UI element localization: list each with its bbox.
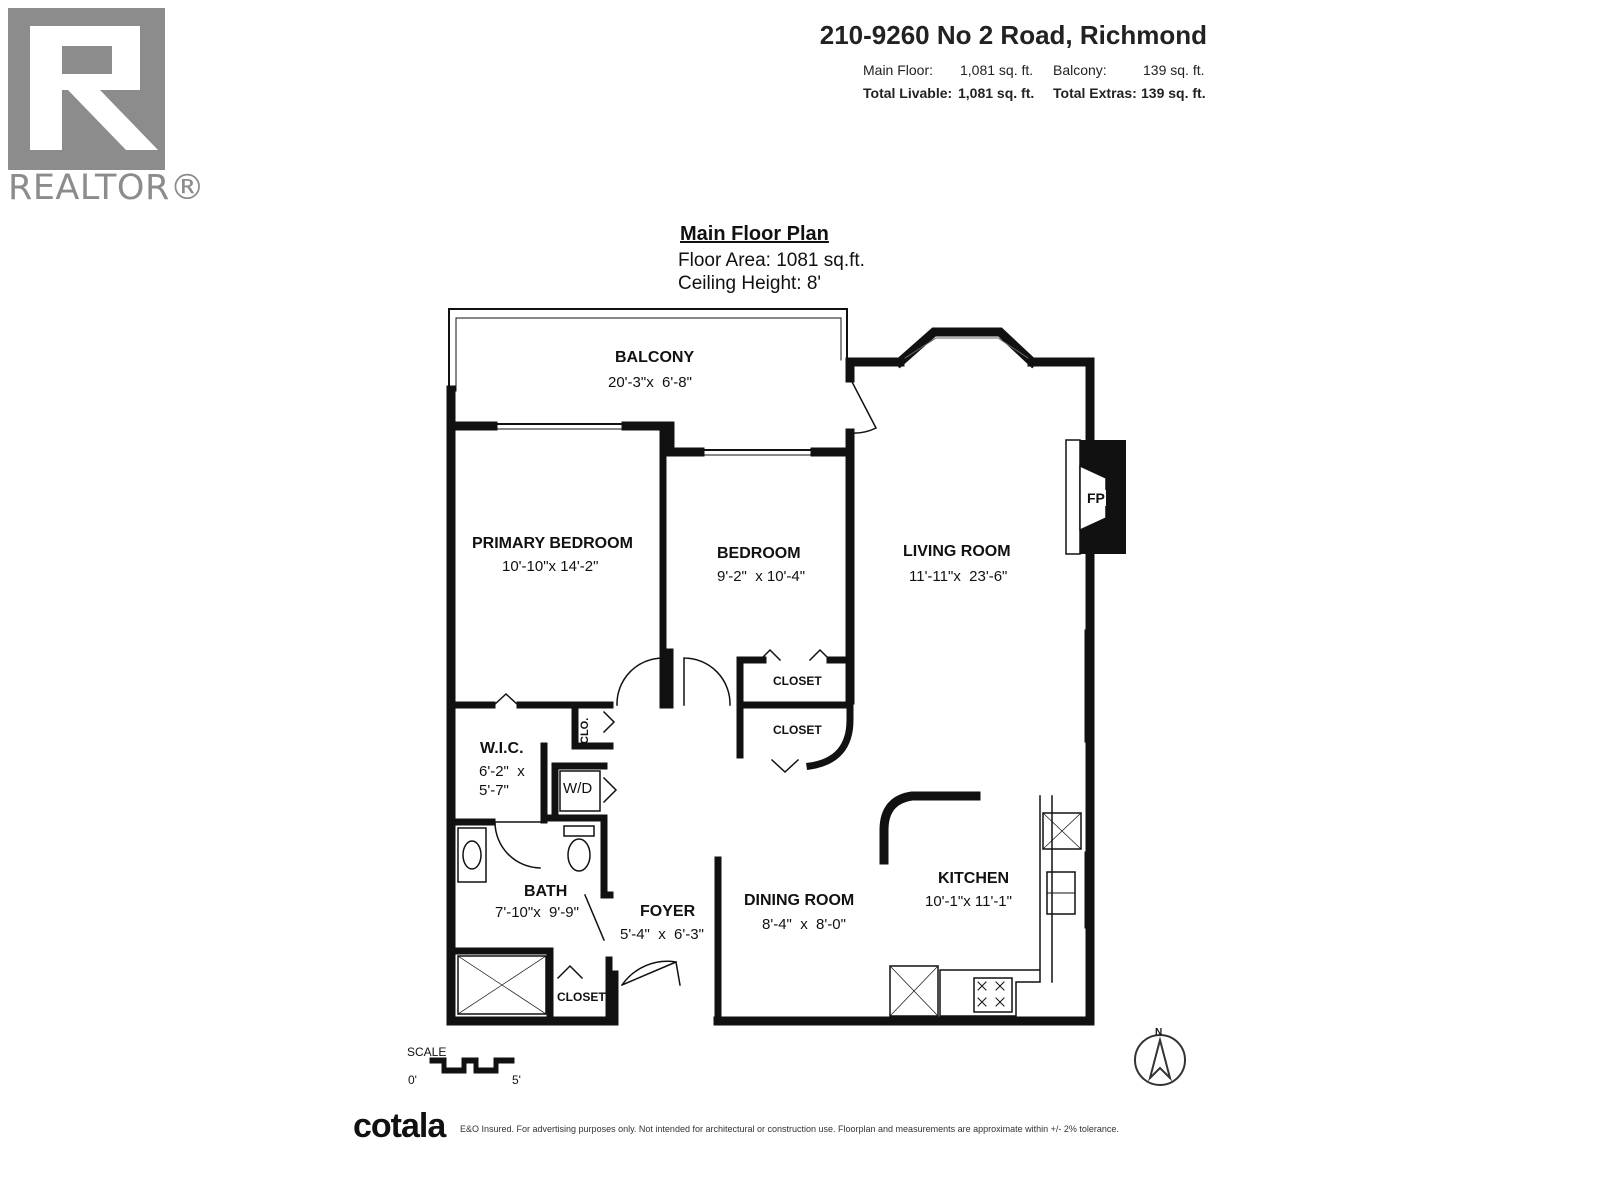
bifold-clo [602, 710, 616, 734]
wd-label: W/D [563, 780, 593, 797]
sink [462, 840, 482, 870]
kitchen-dims: 10'-1"x 11'-1" [925, 893, 1012, 910]
balcony-label: Balcony: [1053, 62, 1107, 78]
bifold-closet-2 [770, 758, 800, 774]
balcony-value: 139 sq. ft. [1143, 62, 1205, 78]
fridge-left [889, 965, 939, 1017]
kitchen-counter [939, 795, 1053, 1017]
realtor-logo [8, 8, 165, 170]
bay-window [893, 327, 1039, 369]
bedroom-door [683, 657, 731, 706]
bedroom-closet-label: CLOSET [773, 674, 822, 688]
cotala-logo: cotala [353, 1107, 446, 1145]
living-room-dims: 11'-11"x 23'-6" [909, 568, 1008, 585]
realtor-r-mark-icon [30, 26, 158, 150]
bifold-wd [602, 776, 618, 804]
hall-closet-label: CLOSET [773, 723, 822, 737]
bath-dims: 7'-10"x 9'-9" [495, 904, 579, 921]
bifold-closet-1a [758, 648, 782, 662]
toilet-bowl [567, 838, 591, 872]
bedroom-dims: 9'-2" x 10'-4" [717, 568, 806, 585]
bifold-foyer-closet [556, 964, 584, 980]
foyer-dims: 5'-4" x 6'-3" [620, 926, 704, 943]
clo-label: CLO. [579, 717, 591, 744]
fireplace-hearth [1065, 439, 1081, 555]
foyer-label: FOYER [640, 903, 696, 920]
plan-floor-area: Floor Area: 1081 sq.ft. [678, 250, 865, 271]
fireplace-label: FP [1086, 490, 1106, 506]
disclaimer-text: E&O Insured. For advertising purposes on… [460, 1124, 1119, 1134]
living-room-label: LIVING ROOM [903, 543, 1011, 560]
kitchen-label: KITCHEN [938, 870, 1010, 887]
scale-start-label: 0' [408, 1073, 417, 1087]
realtor-wordmark: REALTOR® [8, 168, 206, 208]
wic-door [494, 821, 541, 869]
balcony-railing [448, 308, 848, 392]
primary-bedroom-dims: 10'-10"x 14'-2" [502, 558, 599, 575]
wic-label: W.I.C. [480, 740, 524, 757]
scale-label: SCALE [407, 1045, 447, 1059]
washer-dryer-box [559, 770, 601, 812]
wall-closet-2-curve [806, 696, 854, 770]
scale-bar [429, 1057, 515, 1074]
property-address: 210-9260 No 2 Road, Richmond [819, 20, 1207, 50]
balcony-door [848, 376, 878, 434]
cooktop [973, 977, 1013, 1013]
total-extras-value: 139 sq. ft. [1141, 85, 1206, 101]
primary-bedroom-door [616, 657, 664, 706]
wic-dims-line2: 5'-7" [479, 782, 509, 799]
primary-bedroom-label: PRIMARY BEDROOM [472, 535, 633, 552]
scale-end-label: 5' [512, 1073, 521, 1087]
total-livable-value: 1,081 sq. ft. [958, 85, 1035, 101]
compass-icon [1134, 1034, 1186, 1086]
total-extras-label: Total Extras: [1053, 85, 1137, 101]
balcony-label-text: BALCONY [615, 349, 695, 366]
balcony-railing-inner [455, 317, 842, 392]
dining-room-label: DINING ROOM [744, 892, 855, 909]
bifold-wic [492, 692, 520, 707]
balcony-dims: 20'-3"x 6'-8" [608, 374, 692, 391]
bath-label: BATH [524, 883, 568, 900]
bifold-closet-1b [808, 648, 832, 662]
dining-room-dims: 8'-4" x 8'-0" [762, 916, 846, 933]
wic-dims-line1: 6'-2" x [479, 763, 525, 780]
bedroom-label: BEDROOM [717, 545, 801, 562]
total-livable-label: Total Livable: [863, 85, 953, 101]
toilet-tank [563, 825, 595, 837]
fridge-right [1042, 812, 1082, 850]
main-floor-value: 1,081 sq. ft. [960, 62, 1034, 78]
plan-title: Main Floor Plan [680, 223, 829, 245]
main-floor-label: Main Floor: [863, 62, 934, 78]
plan-ceiling-height: Ceiling Height: 8' [678, 273, 822, 294]
foyer-closet-label: CLOSET [557, 990, 606, 1004]
entry-door [620, 960, 681, 987]
compass-north-label: N [1155, 1027, 1163, 1038]
bay-window-glass [904, 337, 1029, 359]
bath-door [584, 894, 605, 941]
wall-kitchen-peninsula [879, 791, 981, 865]
vanity [457, 827, 487, 883]
shower [457, 955, 547, 1015]
